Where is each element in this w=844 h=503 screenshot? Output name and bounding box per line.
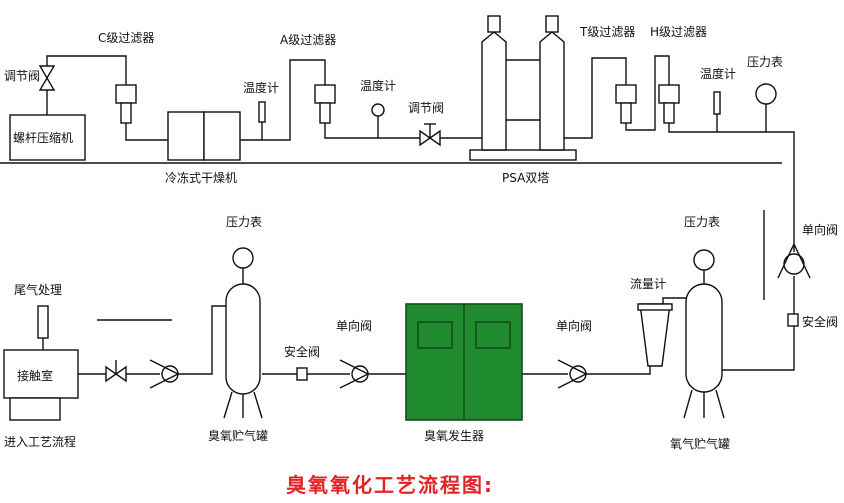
thermometer-3-label: 温度计 (700, 66, 736, 81)
check-valve-mid-icon[interactable] (339, 359, 370, 389)
diagram-title: 臭氧氧化工艺流程图: (286, 473, 494, 497)
regulating-valve-left-label: 调节阀 (4, 69, 40, 83)
pressure-gauge-top-icon (755, 83, 777, 105)
safety-valve-right-label: 安全阀 (802, 314, 838, 329)
h-filter-icon[interactable] (658, 84, 680, 124)
right-drop-pipeline (722, 210, 795, 371)
bottom-main-pipeline (64, 268, 705, 375)
check-valve-mid-label: 单向阀 (336, 318, 372, 333)
safety-valve-right-icon[interactable] (787, 313, 799, 327)
safety-valve-mid-label: 安全阀 (284, 344, 320, 359)
thermometer-1-icon (258, 101, 266, 140)
freeze-dryer[interactable] (167, 111, 241, 161)
t-filter-icon[interactable] (615, 84, 637, 124)
flowmeter-icon[interactable] (637, 303, 673, 367)
a-filter-label: A级过滤器 (280, 33, 336, 47)
ozone-generator-label: 臭氧发生器 (424, 428, 484, 443)
oxygen-tank-label: 氧气贮气罐 (670, 436, 730, 451)
c-filter-label: C级过滤器 (98, 31, 154, 45)
pressure-gauge-top-label: 压力表 (747, 55, 783, 69)
regulating-valve-bottom-icon[interactable] (105, 360, 127, 383)
contact-chamber-label: 接触室 (17, 368, 53, 383)
screw-compressor[interactable]: 螺杆压缩机 (9, 114, 86, 161)
check-valve-gen-icon[interactable] (557, 359, 588, 389)
into-process-label: 进入工艺流程 (4, 434, 76, 449)
pressure-gauge-ozone-tank-label: 压力表 (226, 215, 262, 229)
thermometer-2-label: 温度计 (360, 78, 396, 93)
h-filter-label: H级过滤器 (650, 25, 707, 39)
oxygen-storage-tank[interactable] (683, 283, 725, 419)
check-valve-right-label: 单向阀 (802, 222, 838, 237)
ozone-generator[interactable] (405, 303, 523, 421)
pressure-gauge-oxygen-tank-label: 压力表 (684, 215, 720, 229)
c-filter-icon[interactable] (115, 84, 137, 124)
flowmeter-label: 流量计 (630, 277, 666, 291)
screw-compressor-label: 螺杆压缩机 (13, 130, 73, 145)
check-valve-right-icon[interactable] (777, 242, 811, 279)
thermometer-3-icon (713, 91, 721, 132)
ozone-storage-tank[interactable] (223, 283, 263, 419)
tail-gas-icon (37, 305, 49, 350)
t-filter-label: T级过滤器 (579, 25, 635, 39)
pressure-gauge-oxygen-tank-icon (693, 249, 715, 271)
psa-tower-label: PSA双塔 (502, 171, 549, 185)
regulating-valve-mid-icon[interactable] (419, 123, 441, 147)
tail-gas-label: 尾气处理 (14, 282, 62, 297)
pressure-gauge-ozone-tank-icon (232, 247, 254, 269)
freeze-dryer-label: 冷冻式干燥机 (165, 170, 237, 185)
safety-valve-mid-icon[interactable] (296, 367, 308, 381)
check-valve-gen-label: 单向阀 (556, 318, 592, 333)
regulating-valve-mid-label: 调节阀 (408, 101, 444, 115)
thermometer-2-icon (371, 103, 385, 138)
regulating-valve-left-icon[interactable] (38, 65, 56, 91)
check-valve-bottom-left-icon[interactable] (149, 359, 180, 389)
a-filter-icon[interactable] (314, 84, 336, 124)
psa-twin-tower[interactable] (469, 15, 577, 161)
contact-chamber[interactable]: 接触室 (3, 349, 79, 421)
thermometer-1-label: 温度计 (243, 80, 279, 95)
ozone-tank-label: 臭氧贮气罐 (208, 428, 268, 443)
